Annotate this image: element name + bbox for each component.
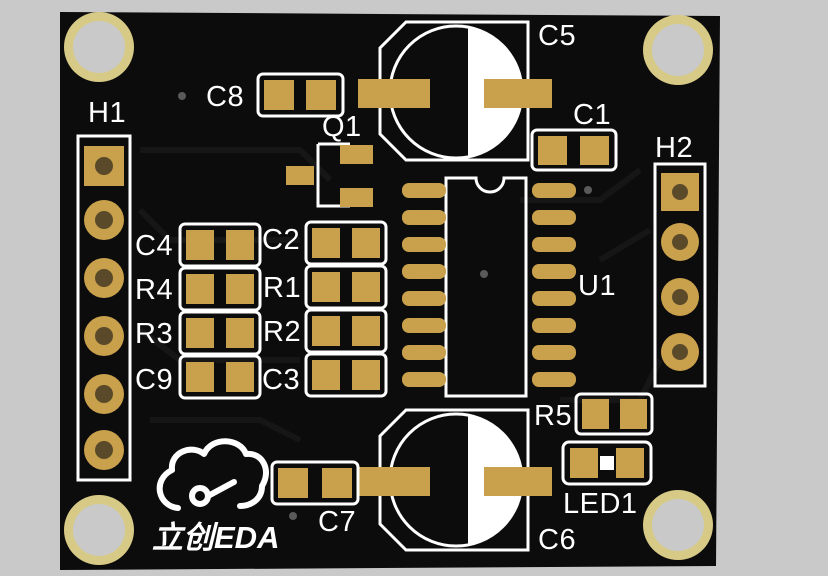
header-h2 (653, 162, 707, 388)
label-r2: R2 (263, 316, 302, 348)
label-r5: R5 (534, 400, 573, 432)
label-c8: C8 (206, 81, 245, 113)
label-q1: Q1 (322, 111, 362, 143)
vias (178, 92, 592, 520)
mounting-holes (64, 12, 713, 565)
header-h1 (76, 134, 132, 482)
label-r3: R3 (135, 318, 174, 350)
label-u1: U1 (578, 270, 617, 302)
cloud-logo-icon (156, 438, 269, 511)
label-c3: C3 (262, 364, 301, 396)
label-r1: R1 (263, 272, 302, 304)
logo-text: 立创EDA (152, 520, 280, 555)
label-c4: C4 (135, 230, 174, 262)
label-h2: H2 (655, 132, 694, 164)
passive-footprints (178, 72, 654, 506)
transistor-q1 (286, 142, 373, 208)
ic-u1 (402, 176, 576, 398)
label-h1: H1 (88, 97, 127, 129)
capacitor-c5 (358, 20, 552, 162)
label-led1: LED1 (563, 488, 638, 520)
label-c7: C7 (318, 506, 357, 538)
led-led1 (561, 440, 653, 486)
label-c9: C9 (135, 364, 174, 396)
label-c5: C5 (538, 20, 577, 52)
label-c1: C1 (573, 99, 612, 131)
capacitor-c6 (358, 408, 552, 552)
label-c6: C6 (538, 524, 577, 556)
passive-pads (186, 80, 647, 498)
label-c2: C2 (262, 224, 301, 256)
label-r4: R4 (135, 274, 174, 306)
